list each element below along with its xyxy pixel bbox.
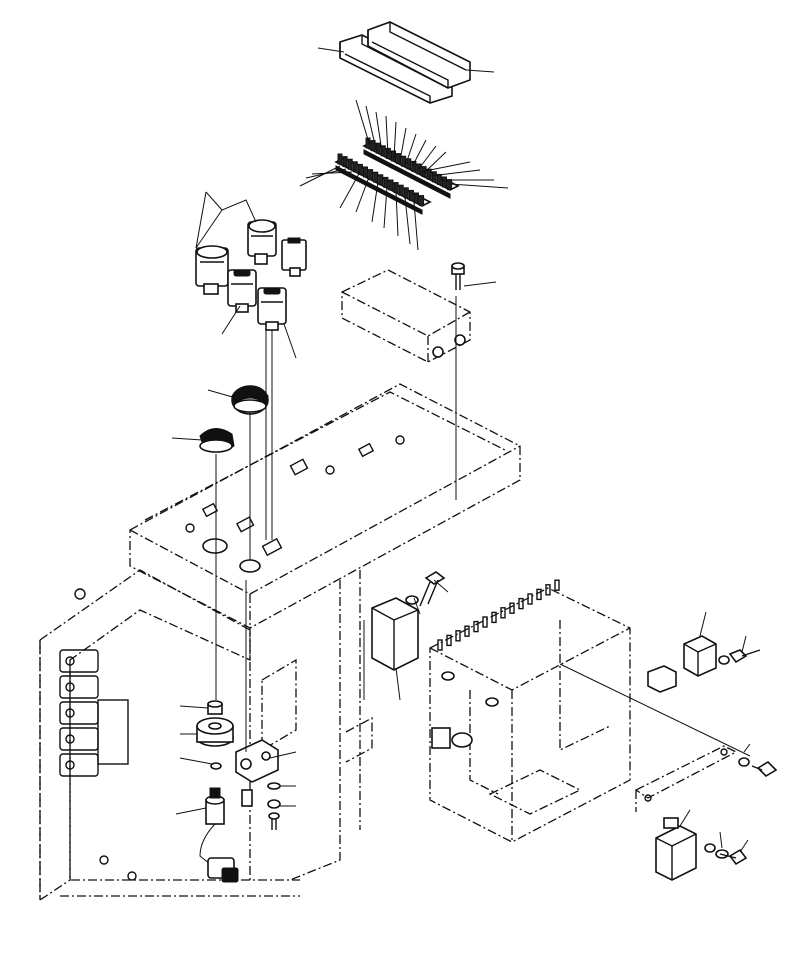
terminal-leader <box>371 181 379 223</box>
terminal-leader <box>383 186 388 229</box>
connector-plug-5 <box>257 287 287 331</box>
panel-tab <box>554 579 560 591</box>
terminal-pin <box>368 169 374 181</box>
terminal-leader <box>417 145 437 171</box>
terminal-leader <box>419 161 471 173</box>
terminal-pin <box>342 156 348 168</box>
terminal-leader <box>355 99 371 147</box>
relay-module <box>371 597 419 671</box>
terminal-pin <box>375 142 381 154</box>
terminal-pin <box>431 171 437 183</box>
panel-tab <box>437 639 443 651</box>
panel-tab <box>518 597 524 610</box>
console-frame <box>39 383 521 902</box>
panel-tab <box>446 634 452 647</box>
terminal-leader <box>405 133 417 165</box>
bolt-washer <box>405 571 446 607</box>
relay-upper-right <box>647 635 717 693</box>
terminal-leader <box>395 191 399 237</box>
leader-lines <box>171 47 751 853</box>
terminal-pin <box>337 153 343 165</box>
terminal-pin <box>398 184 404 196</box>
terminal-strip-lower <box>334 153 432 215</box>
terminal-leader <box>311 171 353 175</box>
mounting-bracket <box>634 745 738 812</box>
terminal-pin <box>408 189 414 201</box>
bolt-upper-right <box>718 649 761 665</box>
terminal-leader <box>449 183 509 189</box>
panel-tab <box>500 607 506 619</box>
bolt-lower-right <box>704 843 748 866</box>
terminal-pin <box>393 182 399 194</box>
terminal-leader <box>365 105 377 150</box>
terminal-pin <box>419 195 425 207</box>
connector-plug-3 <box>281 237 307 277</box>
relay-lower-right <box>655 817 697 881</box>
panel-tab <box>545 584 551 596</box>
terminal-pin <box>388 179 394 191</box>
connector-plug-4 <box>227 269 257 313</box>
terminal-leader <box>423 151 447 174</box>
terminal-pin <box>442 176 447 188</box>
alignment-lines <box>215 296 751 757</box>
terminal-pin <box>380 145 386 157</box>
panel-tab <box>473 620 479 633</box>
switch-washer <box>210 762 222 770</box>
terminal-pin <box>406 158 412 170</box>
potentiometer-bracket <box>235 739 279 807</box>
terminal-pin <box>357 163 363 175</box>
right-panel <box>429 579 631 843</box>
knob-cap <box>199 428 235 453</box>
connector-plug-2 <box>247 219 277 265</box>
terminal-leader <box>393 121 397 159</box>
panel-tab <box>527 593 533 605</box>
terminal-pin <box>401 155 407 167</box>
terminal-pin <box>391 150 396 162</box>
terminal-leader <box>385 115 389 156</box>
terminal-leader <box>413 201 419 251</box>
terminal-pin <box>352 161 358 173</box>
terminal-pin <box>383 176 389 188</box>
small-bolt-washer <box>267 782 281 830</box>
terminal-leader <box>429 169 481 177</box>
panel-tab <box>491 611 497 624</box>
terminal-pin <box>426 168 432 180</box>
terminal-pin <box>373 171 379 183</box>
switch-body <box>199 787 239 883</box>
panel-tab <box>482 616 488 628</box>
connector-cover-left <box>339 34 453 104</box>
terminal-pin <box>363 166 368 178</box>
rotary-knob <box>231 385 269 415</box>
terminal-leader <box>375 111 383 153</box>
panel-tab <box>464 625 470 637</box>
module-screw <box>451 262 465 290</box>
terminal-leader <box>355 176 370 213</box>
connector-cover-right <box>367 21 471 89</box>
terminal-pin <box>436 173 442 185</box>
connector-plug-1 <box>195 245 229 295</box>
terminal-pin <box>447 179 453 191</box>
switch-ring <box>196 717 234 747</box>
terminal-pin <box>414 192 419 204</box>
terminal-leader <box>411 139 427 168</box>
relay-stack <box>59 649 129 777</box>
panel-tab <box>455 630 461 642</box>
terminal-leader <box>299 165 341 187</box>
panel-tab <box>509 602 515 614</box>
switch-nut <box>207 700 223 715</box>
terminal-leader <box>399 127 407 162</box>
terminal-leader <box>339 171 361 209</box>
terminal-pin <box>403 187 409 199</box>
control-module <box>341 269 471 363</box>
terminal-pin <box>378 174 384 186</box>
terminal-pin <box>347 158 353 170</box>
bolt-mid-right <box>738 757 778 778</box>
terminal-leaders <box>299 99 509 251</box>
terminal-leader <box>404 196 411 245</box>
panel-tab <box>536 588 542 601</box>
